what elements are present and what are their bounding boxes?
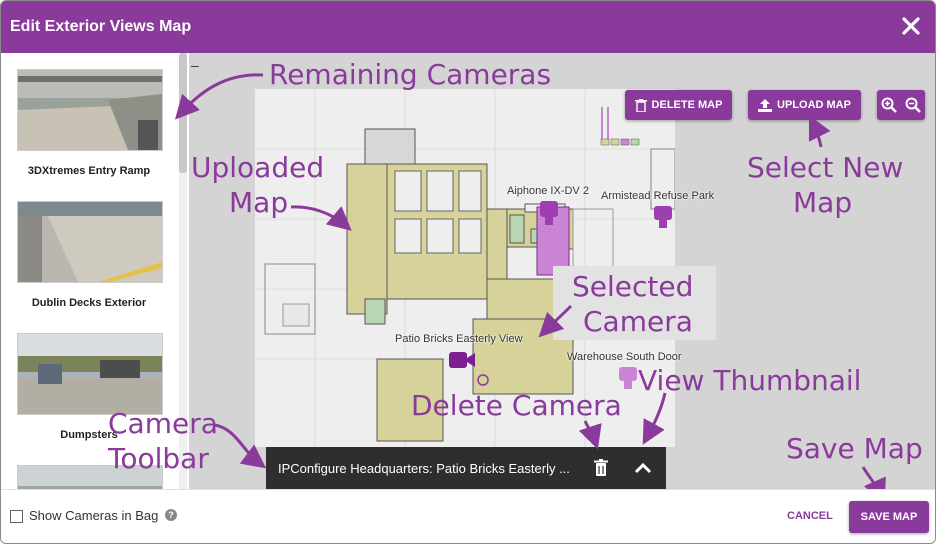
dialog-footer: Show Cameras in Bag ? CANCEL SAVE MAP <box>1 489 935 543</box>
camera-label: Dublin Decks Exterior <box>31 297 147 309</box>
camera-card[interactable] <box>17 465 163 489</box>
annotation-selected-camera: Selected <box>572 270 694 303</box>
annotation-select-new-map: Select New <box>747 151 904 184</box>
camera-toolbar: IPConfigure Headquarters: Patio Bricks E… <box>266 447 666 489</box>
annotation-selected-camera: Camera <box>583 305 693 338</box>
annotation-camera-toolbar: Toolbar <box>108 442 209 475</box>
camera-card[interactable]: 3DXtremes Entry Ramp <box>17 69 163 177</box>
save-map-button[interactable]: SAVE MAP <box>849 501 929 533</box>
trash-icon[interactable] <box>594 459 608 481</box>
zoom-controls <box>877 90 925 120</box>
camera-thumbnail[interactable] <box>17 465 163 489</box>
map-camera-label: Patio Bricks Easterly View <box>395 333 523 345</box>
camera-marker-icon[interactable] <box>618 367 638 396</box>
annotation-uploaded-map: Map <box>229 186 289 219</box>
annotation-view-thumbnail: View Thumbnail <box>638 364 862 397</box>
selected-camera-icon[interactable] <box>449 350 475 375</box>
camera-thumbnail[interactable] <box>17 201 163 283</box>
zoom-out-icon[interactable] <box>901 90 925 120</box>
annotation-delete-camera: Delete Camera <box>411 389 622 422</box>
show-cameras-checkbox[interactable] <box>10 510 23 523</box>
camera-marker-icon[interactable] <box>539 201 559 232</box>
annotation-select-new-map: Map <box>793 186 853 219</box>
zoom-in-icon[interactable] <box>877 90 901 120</box>
dialog-title: Edit Exterior Views Map <box>10 18 192 35</box>
annotation-remaining-cameras: Remaining Cameras <box>269 58 552 91</box>
upload-map-label: UPLOAD MAP <box>777 99 851 111</box>
camera-marker-icon[interactable] <box>653 206 673 235</box>
show-cameras-label: Show Cameras in Bag <box>29 508 159 523</box>
camera-card[interactable]: Dumpsters <box>17 333 163 441</box>
dialog-titlebar: Edit Exterior Views Map <box>1 1 935 53</box>
trash-icon <box>634 98 647 112</box>
help-icon[interactable]: ? <box>165 509 177 521</box>
annotation-save-map: Save Map <box>786 432 923 465</box>
annotation-uploaded-map: Uploaded <box>191 151 325 184</box>
map-camera-label: Armistead Refuse Park <box>601 190 715 202</box>
map-camera-label: Aiphone IX-DV 2 <box>507 185 589 197</box>
annotation-camera-toolbar: Camera <box>108 407 218 440</box>
camera-toolbar-title: IPConfigure Headquarters: Patio Bricks E… <box>278 461 570 476</box>
camera-card[interactable]: Dublin Decks Exterior <box>17 201 163 309</box>
cancel-button[interactable]: CANCEL <box>787 510 833 522</box>
map-collapse-handle[interactable]: – <box>191 57 199 73</box>
chevron-up-icon[interactable] <box>634 461 652 479</box>
delete-map-label: DELETE MAP <box>651 99 723 111</box>
camera-thumbnail[interactable] <box>17 333 163 415</box>
delete-map-button[interactable]: DELETE MAP <box>625 90 732 120</box>
camera-label: Dumpsters <box>60 429 118 441</box>
upload-icon <box>758 98 773 112</box>
selected-camera-callout <box>553 266 716 340</box>
camera-label: 3DXtremes Entry Ramp <box>27 165 151 177</box>
camera-sidebar[interactable]: 3DXtremes Entry Ramp Dublin Decks Exteri… <box>1 53 189 489</box>
camera-thumbnail[interactable] <box>17 69 163 151</box>
map-camera-label: Warehouse South Door <box>567 351 682 363</box>
close-icon[interactable] <box>899 14 923 38</box>
upload-map-button[interactable]: UPLOAD MAP <box>748 90 861 120</box>
